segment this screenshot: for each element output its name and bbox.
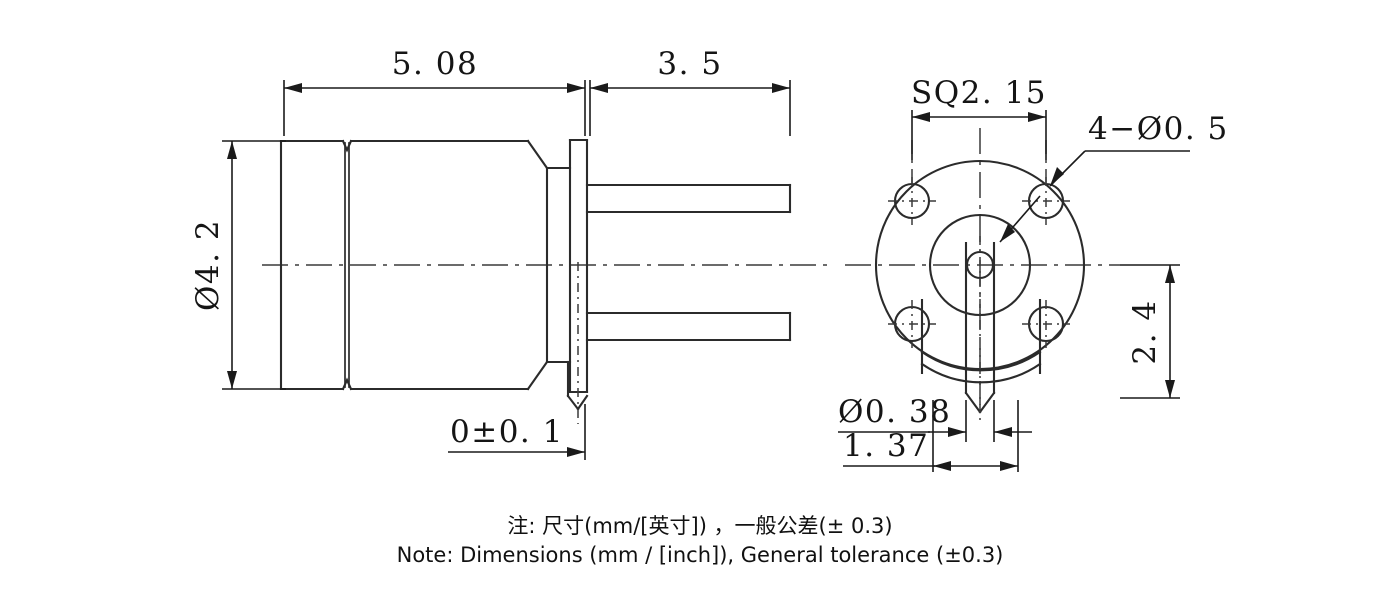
arrow-leader-upper	[1050, 167, 1064, 186]
arrow-left	[933, 461, 951, 471]
ground-pin-side	[566, 262, 589, 424]
dimension-pin-offset: 1. 37	[843, 400, 1019, 472]
arrow-left-in	[994, 427, 1012, 437]
note-line-english: Note: Dimensions (mm / [inch]), General …	[397, 543, 1004, 567]
dimension-hole-callout: 4−Ø0. 5	[999, 111, 1229, 243]
mounting-holes	[888, 177, 1070, 348]
dimension-3-5: 3. 5	[589, 46, 791, 136]
arrow-left	[590, 83, 608, 93]
arrow-right	[772, 83, 790, 93]
arrow-right	[567, 447, 585, 457]
front-view-group: SQ2. 15 4−Ø0. 5 Ø0. 38	[838, 75, 1229, 472]
arrow-right-in	[948, 427, 966, 437]
pin-band-projection	[920, 298, 1042, 384]
dimension-label-flange-offset: 0±0. 1	[450, 414, 564, 450]
note-line-chinese: 注: 尺寸(mm/[英寸]) ，一般公差(± 0.3)	[507, 514, 892, 538]
side-view-group: 5. 08 3. 5 Ø4. 2 0±0. 1	[190, 46, 830, 460]
arrow-bottom	[227, 371, 237, 389]
dimension-label-square-pitch: SQ2. 15	[911, 75, 1047, 111]
arrow-leader-lower	[1000, 224, 1015, 242]
ground-pin-front	[964, 236, 996, 424]
dimension-label-pin-offset: 1. 37	[843, 428, 929, 464]
lower-pin	[585, 311, 792, 342]
arrow-left	[912, 112, 930, 122]
dimension-label-length-pins: 3. 5	[657, 46, 722, 82]
dimension-pin-diameter: Ø0. 38	[838, 394, 1032, 442]
arrow-top	[1165, 265, 1175, 283]
arrow-top	[227, 141, 237, 159]
note-block: 注: 尺寸(mm/[英寸]) ，一般公差(± 0.3) Note: Dimens…	[397, 514, 1004, 567]
arrow-bottom	[1165, 380, 1175, 398]
flange-plate	[568, 138, 589, 394]
dimension-label-hole-callout: 4−Ø0. 5	[1088, 111, 1229, 147]
arrow-right	[567, 83, 585, 93]
dimension-diameter-4-2: Ø4. 2	[190, 140, 286, 390]
dimension-label-body-diameter: Ø4. 2	[190, 219, 226, 311]
dimension-flange-offset: 0±0. 1	[448, 404, 586, 460]
dimension-pin-drop: 2. 4	[1120, 264, 1180, 399]
dimension-5-08: 5. 08	[283, 46, 586, 136]
dimension-label-length-body: 5. 08	[392, 46, 478, 82]
body-outline	[279, 139, 572, 391]
dimension-sq-2-15: SQ2. 15	[911, 75, 1047, 160]
dimension-label-pin-diameter: Ø0. 38	[838, 394, 951, 430]
upper-pin	[585, 183, 792, 214]
arrow-left	[284, 83, 302, 93]
arrow-right	[1028, 112, 1046, 122]
arrow-right	[1000, 461, 1018, 471]
dimension-label-pin-drop: 2. 4	[1127, 299, 1163, 364]
